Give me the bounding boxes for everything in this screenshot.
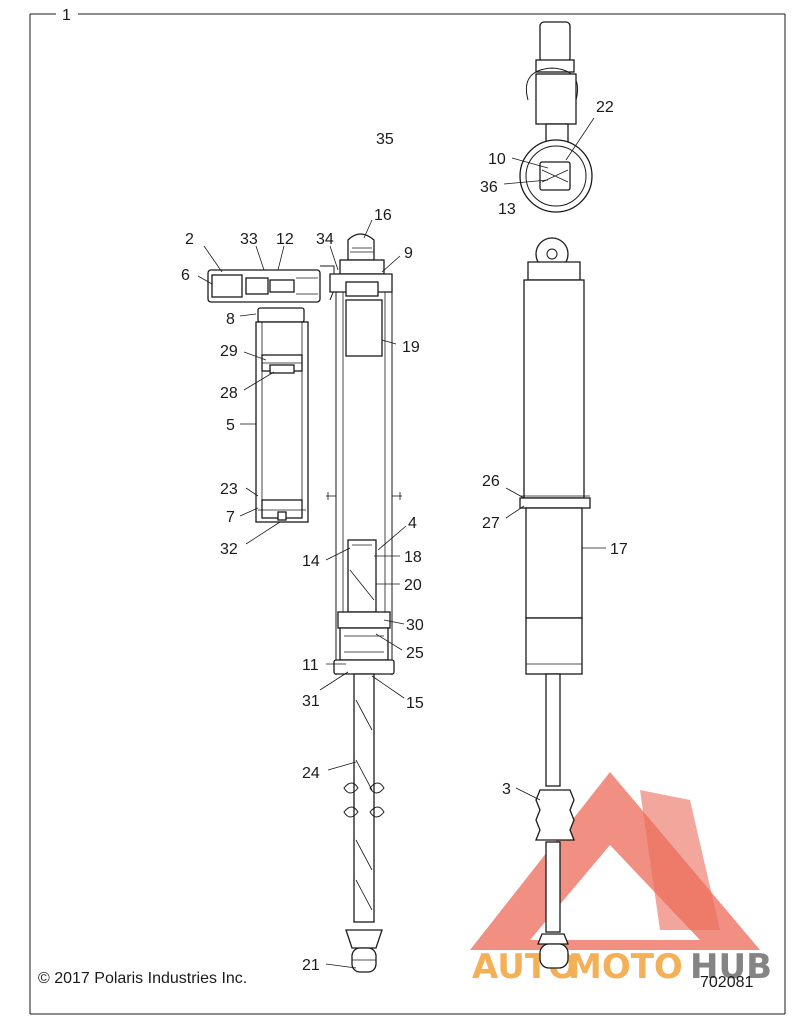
watermark-moto: MOTO (568, 947, 683, 987)
top-eyelet-detail (519, 21, 593, 213)
callout-35: 35 (376, 131, 394, 148)
callout-18: 18 (404, 549, 422, 566)
copyright-notice: © 2017 Polaris Industries Inc. (38, 970, 247, 987)
callout-31: 31 (302, 693, 320, 710)
callout-20: 20 (404, 577, 422, 594)
watermark-triangle-inner (530, 845, 700, 940)
callout-10: 10 (488, 151, 506, 168)
leader-lines (197, 117, 606, 969)
callout-22: 22 (596, 99, 614, 116)
callout-36: 36 (480, 179, 498, 196)
callout-21: 21 (302, 957, 320, 974)
callout-9: 9 (404, 245, 413, 262)
callout-13: 13 (498, 201, 516, 218)
callout-12: 12 (276, 231, 294, 248)
callout-7: 7 (226, 509, 235, 526)
shock-body-assembly (326, 233, 402, 973)
callout-6: 6 (181, 267, 190, 284)
callout-17: 17 (610, 541, 628, 558)
frame-label: 1 (62, 7, 71, 24)
callout-19: 19 (402, 339, 420, 356)
figure-number: 702081 (700, 974, 753, 991)
callout-8: 8 (226, 311, 235, 328)
callout-4: 4 (408, 515, 417, 532)
watermark-hub: HUB (690, 947, 772, 987)
watermark-triangle-mid (640, 790, 720, 930)
automotohub-watermark: AUTO MOTO HUB (470, 772, 772, 987)
callout-27: 27 (482, 515, 500, 532)
callout-28: 28 (220, 385, 238, 402)
callout-5: 5 (226, 417, 235, 434)
callout-23: 23 (220, 481, 238, 498)
callout-16: 16 (374, 207, 392, 224)
callout-24: 24 (302, 765, 320, 782)
callout-33: 33 (240, 231, 258, 248)
callout-29: 29 (220, 343, 238, 360)
callout-30: 30 (406, 617, 424, 634)
callout-2: 2 (185, 231, 194, 248)
callout-34: 34 (316, 231, 334, 248)
callout-25: 25 (406, 645, 424, 662)
callout-labels: 2 33 12 34 16 9 6 8 19 29 28 5 23 7 32 4… (181, 99, 628, 974)
callout-3: 3 (502, 781, 511, 798)
callout-14: 14 (302, 553, 320, 570)
callout-11: 11 (302, 657, 319, 674)
diagram-frame: 1 (29, 7, 786, 1015)
reservoir-assembly (207, 265, 335, 523)
callout-15: 15 (406, 695, 424, 712)
callout-26: 26 (482, 473, 500, 490)
callout-32: 32 (220, 541, 238, 558)
assembled-shock (519, 237, 591, 969)
